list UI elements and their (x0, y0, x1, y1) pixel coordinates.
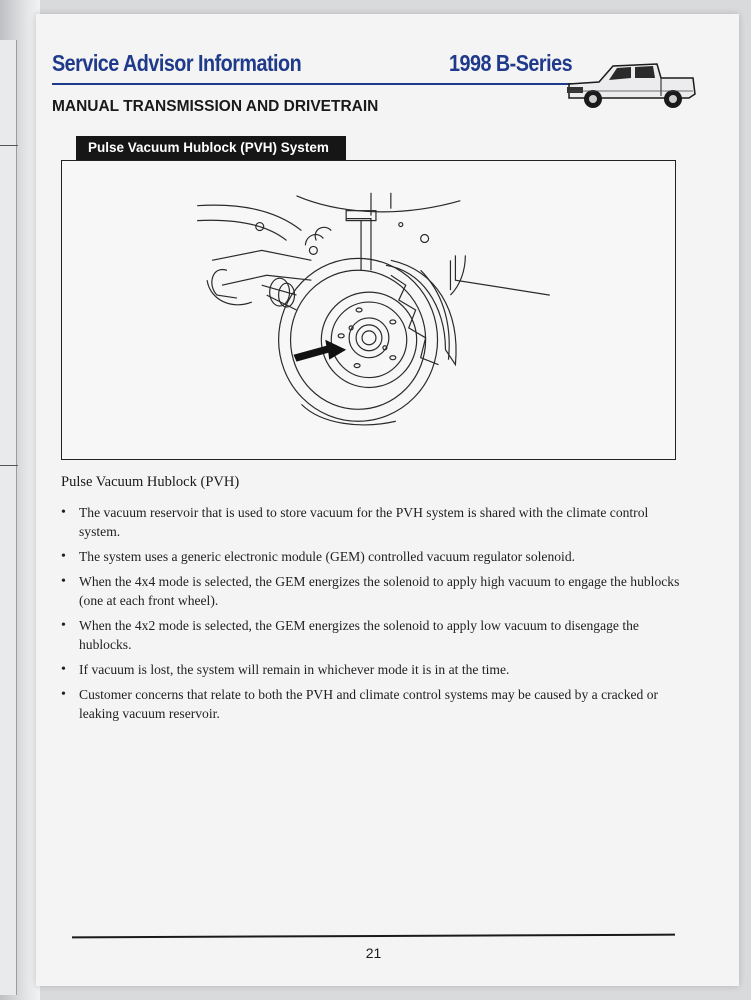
section-tab: Pulse Vacuum Hublock (PVH) System (76, 136, 346, 160)
section-title: MANUAL TRANSMISSION AND DRIVETRAIN (52, 98, 379, 115)
bullet-list: The vacuum reservoir that is used to sto… (61, 503, 681, 729)
list-item: If vacuum is lost, the system will remai… (61, 660, 681, 679)
list-item: The system uses a generic electronic mod… (61, 547, 681, 566)
list-item: The vacuum reservoir that is used to sto… (61, 503, 681, 541)
hub-assembly-drawing (197, 192, 550, 426)
list-item: Customer concerns that relate to both th… (61, 685, 681, 723)
document-page: Service Advisor Information 1998 B-Serie… (36, 14, 739, 986)
header-model: 1998 B-Series (449, 50, 573, 76)
figure-caption: Pulse Vacuum Hublock (PVH) (61, 474, 240, 490)
list-item: When the 4x2 mode is selected, the GEM e… (61, 616, 681, 654)
page-number: 21 (365, 945, 382, 961)
previous-page-edge (0, 40, 18, 995)
pointer-arrow-icon (293, 339, 347, 362)
pickup-truck-icon (567, 63, 696, 108)
header-title: Service Advisor Information (52, 50, 302, 76)
binder-mark (0, 145, 18, 146)
footer-rule (71, 933, 676, 939)
header-rule (52, 83, 580, 85)
list-item: When the 4x4 mode is selected, the GEM e… (61, 572, 681, 610)
binder-mark (0, 465, 18, 466)
pvh-diagram-figure (61, 160, 676, 460)
